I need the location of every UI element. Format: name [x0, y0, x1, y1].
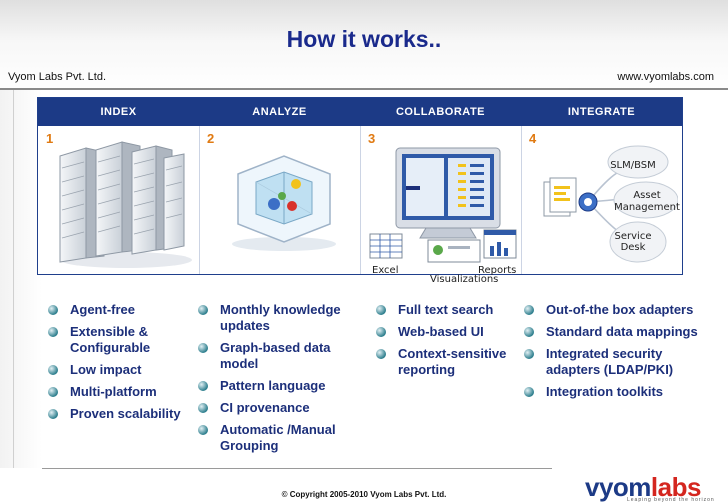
bullet-icon: [376, 349, 386, 359]
workflow-diagram: INDEX ANALYZE COLLABORATE INTEGRATE 1 2 …: [37, 97, 683, 285]
caption-service: Service: [614, 231, 652, 242]
stage-number-1: 1: [46, 131, 54, 146]
stage-label-collaborate: COLLABORATE: [395, 106, 485, 118]
list-item: CI provenance: [198, 400, 368, 416]
bullet-icon: [198, 403, 208, 413]
left-decor-line: [13, 90, 14, 468]
bullet-icon: [524, 305, 534, 315]
caption-asset: Asset: [633, 190, 661, 201]
stage-number-2: 2: [207, 131, 215, 146]
caption-asset-management: Management: [614, 202, 680, 213]
bullet-icon: [48, 387, 58, 397]
bullet-icon: [48, 409, 58, 419]
list-item: Integrated security adapters (LDAP/PKI): [524, 346, 704, 378]
bullet-icon: [48, 327, 58, 337]
copyright-text: © Copyright 2005-2010 Vyom Labs Pvt. Ltd…: [281, 490, 447, 499]
caption-visualizations: Visualizations: [430, 274, 499, 285]
company-logo: vyomlabs: [585, 472, 701, 502]
list-item: Graph-based data model: [198, 340, 368, 372]
integration-hub-icon: [543, 145, 678, 263]
left-decor-stripe: [0, 90, 42, 468]
header-divider: [0, 88, 728, 90]
list-item: Full text search: [376, 302, 526, 318]
bullet-icon: [48, 305, 58, 315]
list-item: Proven scalability: [48, 406, 198, 422]
list-item: Extensible & Configurable: [48, 324, 198, 356]
header-band: [0, 0, 728, 90]
caption-slm-bsm: SLM/BSM: [610, 160, 656, 171]
website-link[interactable]: www.vyomlabs.com: [617, 71, 714, 83]
analysis-cube-icon: [232, 155, 336, 251]
stage-divider: [521, 126, 522, 274]
stage-label-analyze: ANALYZE: [252, 106, 307, 118]
bullet-icon: [376, 327, 386, 337]
list-item: Multi-platform: [48, 384, 198, 400]
list-item: Web-based UI: [376, 324, 526, 340]
list-item: Low impact: [48, 362, 198, 378]
list-item: Pattern language: [198, 378, 368, 394]
stage-number-4: 4: [529, 131, 537, 146]
stage-number-3: 3: [368, 131, 376, 146]
page-title: How it works..: [286, 26, 442, 52]
bullet-icon: [524, 327, 534, 337]
bullet-icon: [524, 387, 534, 397]
bullet-icon: [198, 381, 208, 391]
feature-list-index: Agent-free Extensible & Configurable Low…: [48, 302, 198, 428]
bullet-icon: [376, 305, 386, 315]
feature-list-analyze: Monthly knowledge updates Graph-based da…: [198, 302, 368, 460]
list-item: Automatic /Manual Grouping: [198, 422, 368, 454]
stage-header-bar: INDEX ANALYZE COLLABORATE INTEGRATE: [38, 98, 682, 126]
server-rack-icon: [59, 141, 192, 268]
list-item: Integration toolkits: [524, 384, 704, 400]
caption-desk: Desk: [620, 242, 646, 253]
list-item: Standard data mappings: [524, 324, 704, 340]
bullet-icon: [198, 343, 208, 353]
company-name: Vyom Labs Pvt. Ltd.: [8, 71, 107, 83]
caption-reports: Reports: [478, 265, 517, 276]
feature-list-integrate: Out-of-the box adapters Standard data ma…: [524, 302, 704, 406]
list-item: Context-sensitive reporting: [376, 346, 526, 378]
logo-tagline: Leaping beyond the horizon: [627, 497, 715, 503]
footer-divider: [42, 468, 552, 469]
list-item: Monthly knowledge updates: [198, 302, 368, 334]
bullet-icon: [524, 349, 534, 359]
stage-label-index: INDEX: [100, 106, 137, 118]
stage-divider: [360, 126, 361, 274]
stage-divider: [199, 126, 200, 274]
bullet-icon: [198, 425, 208, 435]
stage-label-integrate: INTEGRATE: [567, 106, 636, 118]
monitor-dashboard-icon: [369, 147, 517, 263]
list-item: Agent-free: [48, 302, 198, 318]
bullet-icon: [48, 365, 58, 375]
bullet-icon: [198, 305, 208, 315]
caption-excel: Excel: [372, 265, 399, 276]
feature-list-collaborate: Full text search Web-based UI Context-se…: [376, 302, 526, 384]
list-item: Out-of-the box adapters: [524, 302, 704, 318]
